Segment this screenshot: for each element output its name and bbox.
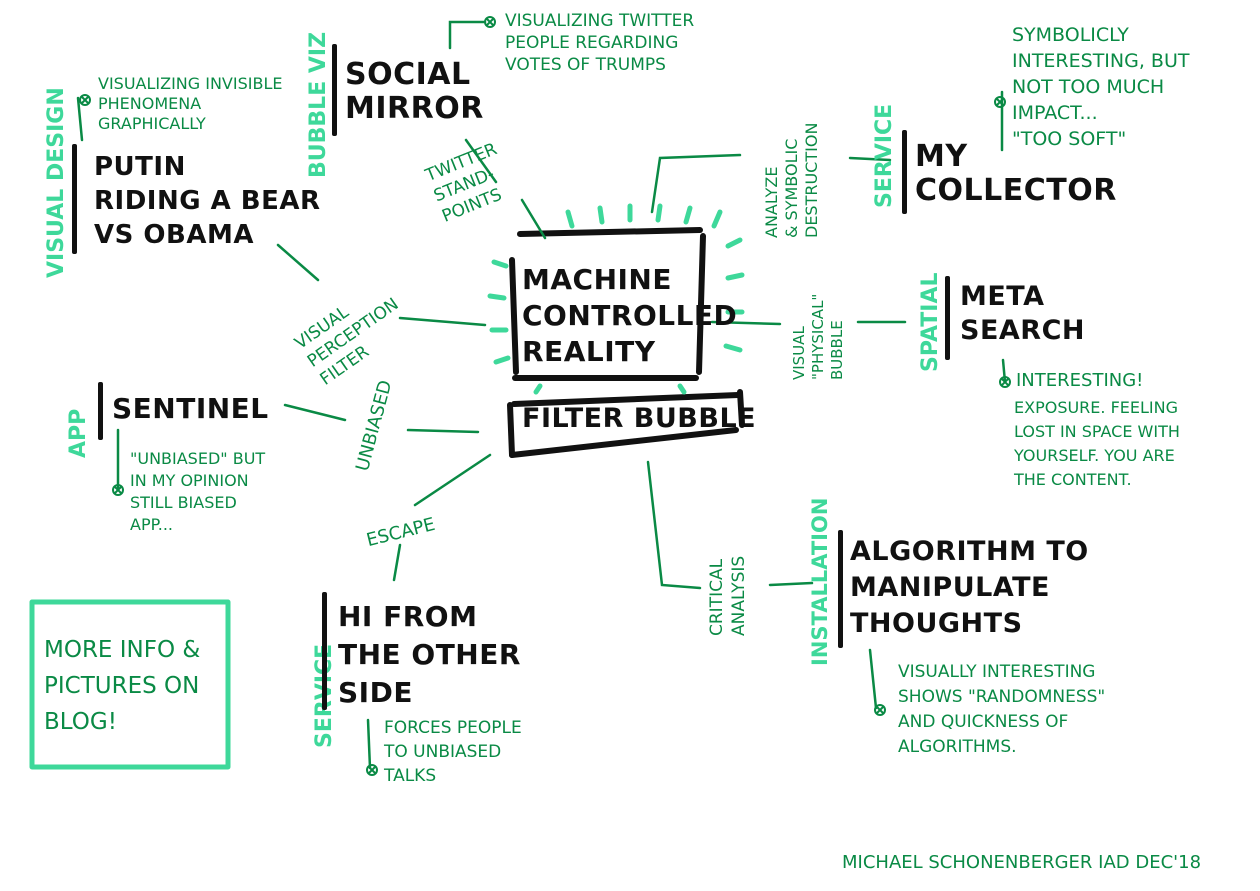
signature: MICHAEL SCHONENBERGER IAD DEC'18: [842, 852, 1202, 873]
algorithm-bar: [838, 530, 843, 648]
putin-title: PUTIN RIDING A BEAR VS OBAMA: [94, 152, 321, 250]
my-collector-note: SYMBOLICLY INTERESTING, BUT NOT TOO MUCH…: [1012, 24, 1190, 150]
radiating-ticks: [487, 203, 745, 395]
center-subtitle: FILTER BUBBLE: [522, 403, 757, 434]
social-mirror-note: VISUALIZING TWITTER PEOPLE REGARDING VOT…: [505, 11, 695, 75]
my-collector-bar: [902, 130, 907, 214]
info-box-frame: [29, 599, 231, 770]
hi-other-side-title: HI FROM THE OTHER SIDE: [338, 600, 521, 709]
meta-search-note-rest: EXPOSURE. FEELING LOST IN SPACE WITH YOU…: [1014, 398, 1180, 489]
algorithm-note: VISUALLY INTERESTING SHOWS "RANDOMNESS" …: [898, 662, 1106, 757]
bullet-markers: [79, 16, 1011, 776]
category-installation: INSTALLATION: [808, 497, 832, 666]
algorithm-title: ALGORITHM TO MANIPULATE THOUGHTS: [850, 536, 1089, 639]
social-mirror-bar: [332, 44, 337, 136]
my-collector-link-label: ANALYZE & SYMBOLIC DESTRUCTION: [762, 122, 821, 238]
putin-note: VISUALIZING INVISIBLE PHENOMENA GRAPHICA…: [98, 74, 283, 133]
my-collector-title: MY COLLECTOR: [915, 139, 1117, 208]
connectors: [76, 20, 1007, 770]
sentinel-bar: [98, 382, 103, 440]
social-mirror-title: SOCIAL MIRROR: [345, 57, 484, 126]
meta-search-note-first: INTERESTING!: [1016, 370, 1144, 391]
center-title: MACHINE CONTROLLED REALITY: [522, 263, 738, 368]
hi-other-side-note: FORCES PEOPLE TO UNBIASED TALKS: [384, 718, 522, 786]
category-spatial: SPATIAL: [918, 272, 943, 372]
meta-search-bar: [945, 276, 950, 360]
category-visual-design: VISUAL DESIGN: [44, 87, 69, 278]
info-box-text: MORE INFO & PICTURES ON BLOG!: [44, 637, 201, 735]
center-frame: [507, 227, 745, 458]
sentinel-note: "UNBIASED" BUT IN MY OPINION STILL BIASE…: [130, 449, 266, 534]
putin-bar: [72, 144, 77, 254]
category-app: APP: [66, 408, 91, 458]
sentinel-title: SENTINEL: [112, 392, 269, 425]
meta-search-link-label: VISUAL "PHYSICAL" BUBBLE: [790, 293, 846, 380]
meta-search-title: META SEARCH: [960, 281, 1085, 346]
category-service-collector: SERVICE: [872, 103, 897, 208]
hi-other-side-bar: [322, 592, 327, 710]
algorithm-link-label: CRITICAL ANALYSIS: [707, 555, 749, 636]
